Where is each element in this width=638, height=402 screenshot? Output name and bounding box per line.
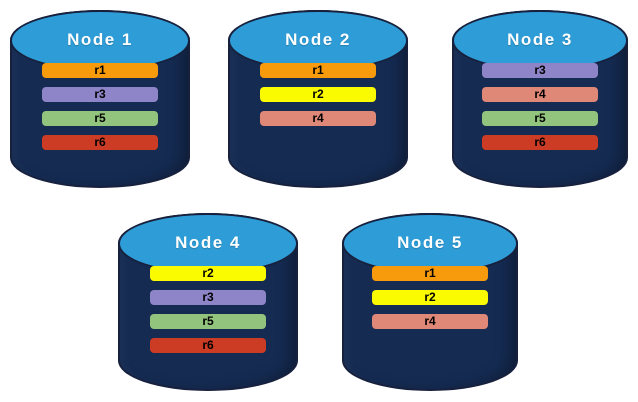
- replica-row-r6[interactable]: r6: [150, 338, 266, 353]
- replica-row-r1[interactable]: r1: [42, 63, 158, 78]
- node-label: Node 5: [397, 232, 463, 252]
- node-cylinder-4[interactable]: Node 4 r2 r3 r5 r6: [118, 213, 298, 391]
- node-cylinder-3[interactable]: Node 3 r3 r4 r5 r6: [452, 10, 628, 188]
- node-label: Node 4: [175, 232, 241, 252]
- cylinder-top-disc: Node 1: [10, 10, 190, 71]
- replica-row-r1[interactable]: r1: [260, 63, 376, 78]
- cylinder-top-disc: Node 4: [118, 213, 298, 274]
- node-cylinder-2[interactable]: Node 2 r1 r2 r4: [228, 10, 408, 188]
- replica-row-r6[interactable]: r6: [482, 135, 598, 150]
- replica-row-r5[interactable]: r5: [482, 111, 598, 126]
- replica-row-label: r2: [312, 86, 324, 101]
- replica-row-r2[interactable]: r2: [372, 290, 488, 305]
- replica-row-label: r6: [202, 337, 214, 352]
- replica-row-r4[interactable]: r4: [482, 87, 598, 102]
- replica-row-list: r2 r3 r5 r6: [118, 266, 298, 353]
- node-label: Node 3: [507, 29, 573, 49]
- replica-row-list: r1 r2 r4: [228, 63, 408, 126]
- replica-row-label: r3: [534, 62, 546, 77]
- replica-row-label: r4: [424, 313, 436, 328]
- replica-row-r1[interactable]: r1: [372, 266, 488, 281]
- replica-row-label: r5: [202, 313, 214, 328]
- replica-row-r3[interactable]: r3: [482, 63, 598, 78]
- replica-row-list: r3 r4 r5 r6: [452, 63, 628, 150]
- replica-row-r6[interactable]: r6: [42, 135, 158, 150]
- replica-row-label: r3: [94, 86, 106, 101]
- replica-row-label: r2: [202, 265, 214, 280]
- node-cylinder-5[interactable]: Node 5 r1 r2 r4: [342, 213, 518, 391]
- replica-row-r4[interactable]: r4: [260, 111, 376, 126]
- replica-row-label: r4: [534, 86, 546, 101]
- replica-row-label: r5: [534, 110, 546, 125]
- replica-row-list: r1 r3 r5 r6: [10, 63, 190, 150]
- replica-row-label: r4: [312, 110, 324, 125]
- replica-row-label: r1: [312, 62, 324, 77]
- replica-row-list: r1 r2 r4: [342, 266, 518, 329]
- replica-row-r4[interactable]: r4: [372, 314, 488, 329]
- replica-row-label: r6: [534, 134, 546, 149]
- node-label: Node 1: [67, 29, 133, 49]
- node-cylinder-1[interactable]: Node 1 r1 r3 r5 r6: [10, 10, 190, 188]
- replica-row-label: r6: [94, 134, 106, 149]
- replica-row-r3[interactable]: r3: [150, 290, 266, 305]
- cylinder-top-disc: Node 3: [452, 10, 628, 71]
- replica-row-label: r1: [424, 265, 436, 280]
- replica-row-label: r5: [94, 110, 106, 125]
- replica-row-label: r3: [202, 289, 214, 304]
- replica-row-r2[interactable]: r2: [150, 266, 266, 281]
- replica-row-r5[interactable]: r5: [150, 314, 266, 329]
- node-label: Node 2: [285, 29, 351, 49]
- cylinder-top-disc: Node 5: [342, 213, 518, 274]
- cylinder-top-disc: Node 2: [228, 10, 408, 71]
- replica-row-label: r2: [424, 289, 436, 304]
- replica-row-r2[interactable]: r2: [260, 87, 376, 102]
- replica-row-r3[interactable]: r3: [42, 87, 158, 102]
- replica-row-label: r1: [94, 62, 106, 77]
- replica-row-r5[interactable]: r5: [42, 111, 158, 126]
